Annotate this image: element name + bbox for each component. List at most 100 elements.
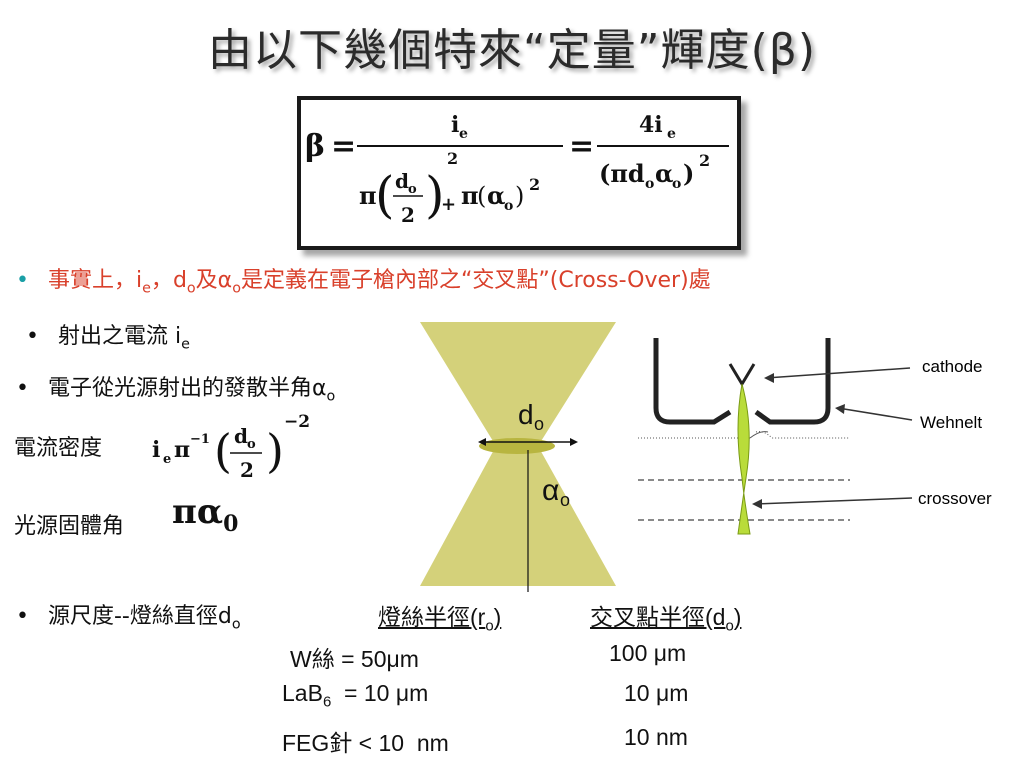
cathode-arrow-icon	[764, 373, 774, 383]
bullet-divergence-angle: • 電子從光源射出的發散半角αo	[16, 370, 335, 404]
electron-gun-diagram: cathode Wehnelt crossover	[638, 338, 992, 535]
table-row-feg-left: FEG針 < 10 nm	[282, 730, 449, 756]
bullet-3-text: 電子從光源射出的發散半角α	[47, 376, 327, 401]
bullet-emission-current: • 射出之電流 ie	[26, 318, 190, 352]
bullet-source-size: • 源尺度--燈絲直徑do	[16, 598, 241, 632]
cone-alpha-label: α	[542, 474, 559, 507]
table-header-filament-radius: 燈絲半徑(ro)	[378, 598, 501, 635]
solid-angle-formula: πα0	[172, 492, 238, 537]
page-title: 由以下幾個特來“定量”輝度(β)	[207, 25, 816, 76]
bullet-1-d: d	[172, 268, 187, 293]
current-density-formula: i e π −1 ( d o 2 ) −2	[152, 412, 310, 482]
lab6-a: LaB	[282, 680, 323, 706]
inner-d: d	[395, 169, 409, 193]
bullet-2-sub: e	[181, 336, 190, 353]
den2-exp: 2	[699, 151, 710, 170]
crossover-disk	[479, 438, 555, 454]
bullet-3-sub: o	[326, 388, 336, 405]
numerator-i: i	[451, 112, 459, 138]
solid-angle-sub: 0	[223, 510, 239, 537]
table-row-feg-right: 10 nm	[624, 724, 688, 750]
bullet-1-and: 及	[195, 268, 218, 293]
bullet-4-text: 源尺度--燈絲直徑d	[47, 604, 232, 629]
svg-text:(: (	[477, 182, 486, 210]
bullet-1-text-a: 事實上，	[47, 268, 136, 293]
den2-alpha-sub: o	[672, 176, 681, 192]
crossover-arrow-icon	[752, 499, 762, 509]
bullet-dot: •	[26, 324, 39, 349]
svg-text:+: +	[441, 194, 456, 215]
svg-text:): )	[266, 424, 284, 478]
svg-text:(: (	[214, 424, 232, 478]
bullet-dot: •	[16, 376, 29, 401]
crossover-label: crossover	[918, 489, 992, 508]
table-row-lab6-right: 10 μm	[624, 680, 689, 706]
solid-angle-pi-alpha: πα	[172, 492, 224, 532]
density-exp: −2	[284, 412, 310, 432]
equals-sign-2: =	[569, 129, 594, 164]
bullet-dot: •	[16, 604, 29, 629]
inner-d-sub: o	[408, 182, 417, 197]
header-right-sub: o	[725, 617, 734, 635]
wehnelt-label: Wehnelt	[920, 413, 982, 432]
exp-2-b: 2	[529, 175, 540, 194]
bullet-4-sub: o	[231, 616, 241, 633]
right-paren: )	[425, 166, 445, 224]
table-header-crossover-radius: 交叉點半徑(do)	[590, 598, 741, 635]
table-row-w-left: W絲 = 50μm	[290, 646, 419, 672]
bullet-crossover-definition: • 事實上，ie，do及αo是定義在電子槍內部之“交叉點”(Cross-Over…	[16, 262, 711, 296]
solid-angle-label: 光源固體角	[14, 514, 125, 539]
numerator-i-sub: e	[459, 126, 468, 142]
header-right-text: 交叉點半徑(d	[590, 604, 726, 630]
density-i: i	[152, 437, 160, 463]
bullet-1-ie: i	[136, 268, 143, 293]
bullet-1-ie-sub: e	[142, 280, 151, 297]
density-d-sub: o	[247, 437, 256, 452]
bullet-1-alpha: α	[217, 268, 233, 293]
den2-d-sub: o	[645, 176, 654, 192]
header-left-sub: o	[485, 617, 494, 635]
equals-sign-1: =	[331, 129, 356, 164]
brightness-formula: β = i e π ( d o 2 ) 2 + π ( α o ) 2 = 4i…	[305, 112, 729, 227]
bullet-1-alpha-sub: o	[232, 280, 241, 297]
left-paren: (	[375, 166, 395, 224]
current-density-label: 電流密度	[14, 436, 103, 461]
density-two: 2	[240, 458, 254, 482]
denominator-pi-2: π	[461, 181, 479, 210]
cone-d-label: d	[518, 399, 534, 430]
den2-pid: (πd	[599, 159, 645, 188]
crossover-cone-diagram: d o α o	[420, 322, 616, 592]
denominator-alpha-sub: o	[504, 198, 513, 214]
cone-shape	[420, 322, 616, 586]
bullet-1-comma: ，	[150, 268, 173, 293]
denominator-pi: π	[359, 181, 377, 210]
wehnelt-right	[754, 338, 831, 425]
bullet-1-d-sub: o	[186, 280, 196, 297]
cone-alpha-sub: o	[560, 490, 570, 510]
brightness-formula-box: β = i e π ( d o 2 ) 2 + π ( α o ) 2 = 4i…	[297, 96, 741, 250]
exp-2: 2	[447, 149, 458, 168]
bullet-2-text: 射出之電流 i	[57, 324, 182, 349]
header-right-close: )	[733, 604, 742, 630]
wehnelt-arrow-icon	[835, 404, 845, 414]
denominator-alpha: α	[487, 181, 505, 210]
table-row-w-right: 100 μm	[609, 640, 687, 666]
density-i-sub: e	[163, 452, 171, 467]
cone-d-sub: o	[534, 414, 544, 434]
beta-symbol: β	[305, 129, 325, 164]
bullet-dot: •	[16, 268, 29, 293]
numerator-4i: 4i	[639, 112, 663, 138]
arrow-right-icon	[570, 438, 578, 446]
inner-two: 2	[401, 203, 415, 227]
numerator-4i-sub: e	[667, 126, 676, 142]
header-left-text: 燈絲半徑(r	[378, 604, 486, 630]
cathode-label: cathode	[922, 357, 983, 376]
cathode-tip	[728, 363, 756, 387]
lab6-sub: 6	[322, 693, 332, 711]
lab6-b: = 10 μm	[331, 680, 429, 706]
header-left-close: )	[493, 604, 502, 630]
wehnelt-left	[653, 338, 732, 425]
bullet-1-text-b: 是定義在電子槍內部之“交叉點”(Cross-Over)處	[240, 268, 711, 293]
arrow-left-icon	[478, 438, 486, 446]
den2-close-paren: )	[683, 159, 694, 188]
